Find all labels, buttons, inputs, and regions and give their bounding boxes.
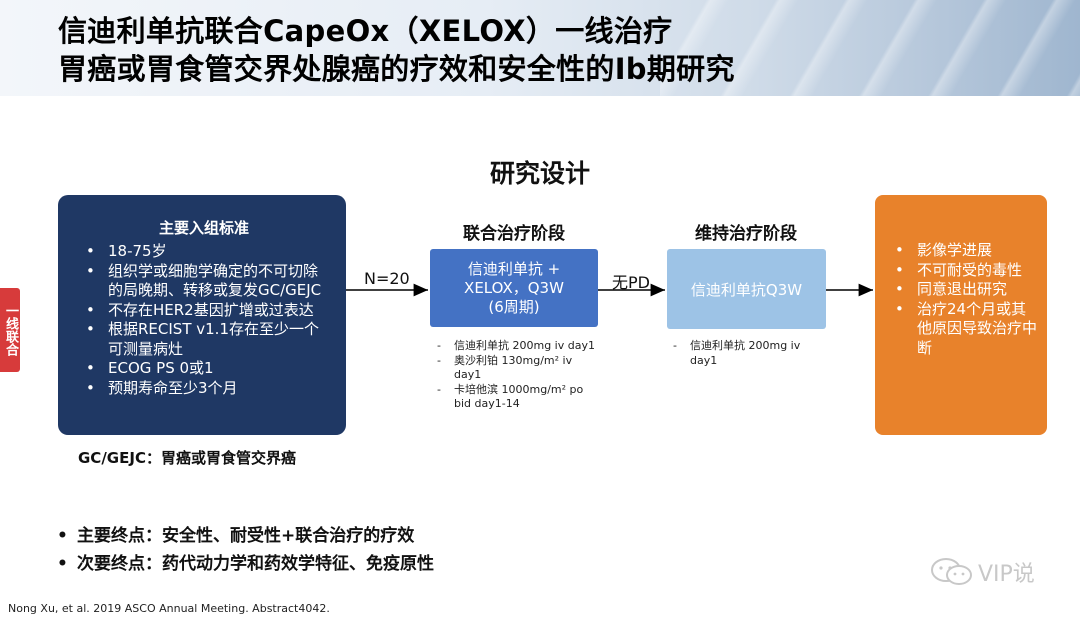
secondary-endpoint: 次要终点：药代动力学和药效学特征、免疫原性: [55, 550, 434, 578]
inclusion-criteria-box: 主要入组标准 18-75岁 组织学或细胞学确定的不可切除的局晚期、转移或复发GC…: [58, 195, 346, 435]
maintenance-phase-box: 信迪利单抗Q3W: [667, 249, 826, 329]
header-banner: [0, 0, 1080, 96]
chat-bubble-icon: [931, 558, 972, 585]
inclusion-item: 组织学或细胞学确定的不可切除的局晚期、转移或复发GC/GEJC: [76, 262, 332, 301]
inclusion-item: 18-75岁: [76, 242, 332, 262]
inclusion-item: 根据RECIST v1.1存在至少一个可测量病灶: [76, 320, 332, 359]
inclusion-item: 预期寿命至少3个月: [76, 379, 332, 399]
watermark-text: VIP说: [978, 562, 1035, 587]
combo-box-line: (6周期): [488, 298, 540, 316]
combo-box-line: XELOX，Q3W: [464, 279, 564, 297]
dose-item: 奥沙利铂 130mg/m² iv day1: [437, 354, 597, 383]
discontinuation-box: 影像学进展 不可耐受的毒性 同意退出研究 治疗24个月或其他原因导致治疗中断: [875, 195, 1047, 435]
maintenance-dose-list: 信迪利单抗 200mg iv day1: [673, 339, 823, 368]
inclusion-item: 不存在HER2基因扩增或过表达: [76, 301, 332, 321]
abbreviation-note: GC/GEJC：胃癌或胃食管交界癌: [78, 449, 296, 467]
primary-endpoint: 主要终点：安全性、耐受性+联合治疗的疗效: [55, 522, 434, 550]
combo-phase-label: 联合治疗阶段: [463, 224, 565, 244]
discontinuation-item: 不可耐受的毒性: [885, 261, 1039, 281]
dose-item: 信迪利单抗 200mg iv day1: [437, 339, 597, 354]
discontinuation-item: 治疗24个月或其他原因导致治疗中断: [885, 300, 1039, 359]
endpoints-list: 主要终点：安全性、耐受性+联合治疗的疗效 次要终点：药代动力学和药效学特征、免疫…: [55, 522, 434, 578]
discontinuation-list: 影像学进展 不可耐受的毒性 同意退出研究 治疗24个月或其他原因导致治疗中断: [885, 241, 1039, 358]
title-line-2: 胃癌或胃食管交界处腺癌的疗效和安全性的Ib期研究: [58, 52, 735, 86]
enrollment-count-label: N=20: [364, 269, 410, 288]
dose-item: 卡培他滨 1000mg/m² po bid day1-14: [437, 383, 597, 412]
discontinuation-item: 同意退出研究: [885, 280, 1039, 300]
inclusion-list: 18-75岁 组织学或细胞学确定的不可切除的局晚期、转移或复发GC/GEJC 不…: [76, 242, 332, 398]
combo-dose-list: 信迪利单抗 200mg iv day1 奥沙利铂 130mg/m² iv day…: [437, 339, 597, 412]
watermark: VIP说: [930, 556, 1035, 588]
citation: Nong Xu, et al. 2019 ASCO Annual Meeting…: [8, 602, 330, 615]
title-line-1: 信迪利单抗联合CapeOx（XELOX）一线治疗: [58, 14, 673, 48]
dose-item: 信迪利单抗 200mg iv day1: [673, 339, 823, 368]
combo-box-line: 信迪利单抗 +: [467, 260, 561, 278]
maintenance-box-text: 信迪利单抗Q3W: [690, 280, 803, 299]
combo-phase-box: 信迪利单抗 + XELOX，Q3W (6周期): [430, 249, 598, 327]
maintenance-phase-label: 维持治疗阶段: [695, 224, 797, 244]
discontinuation-item: 影像学进展: [885, 241, 1039, 261]
inclusion-item: ECOG PS 0或1: [76, 359, 332, 379]
side-tag: 一线联合: [0, 288, 20, 372]
no-pd-label: 无PD: [612, 273, 650, 292]
inclusion-heading: 主要入组标准: [158, 219, 249, 237]
section-title: 研究设计: [489, 159, 590, 188]
